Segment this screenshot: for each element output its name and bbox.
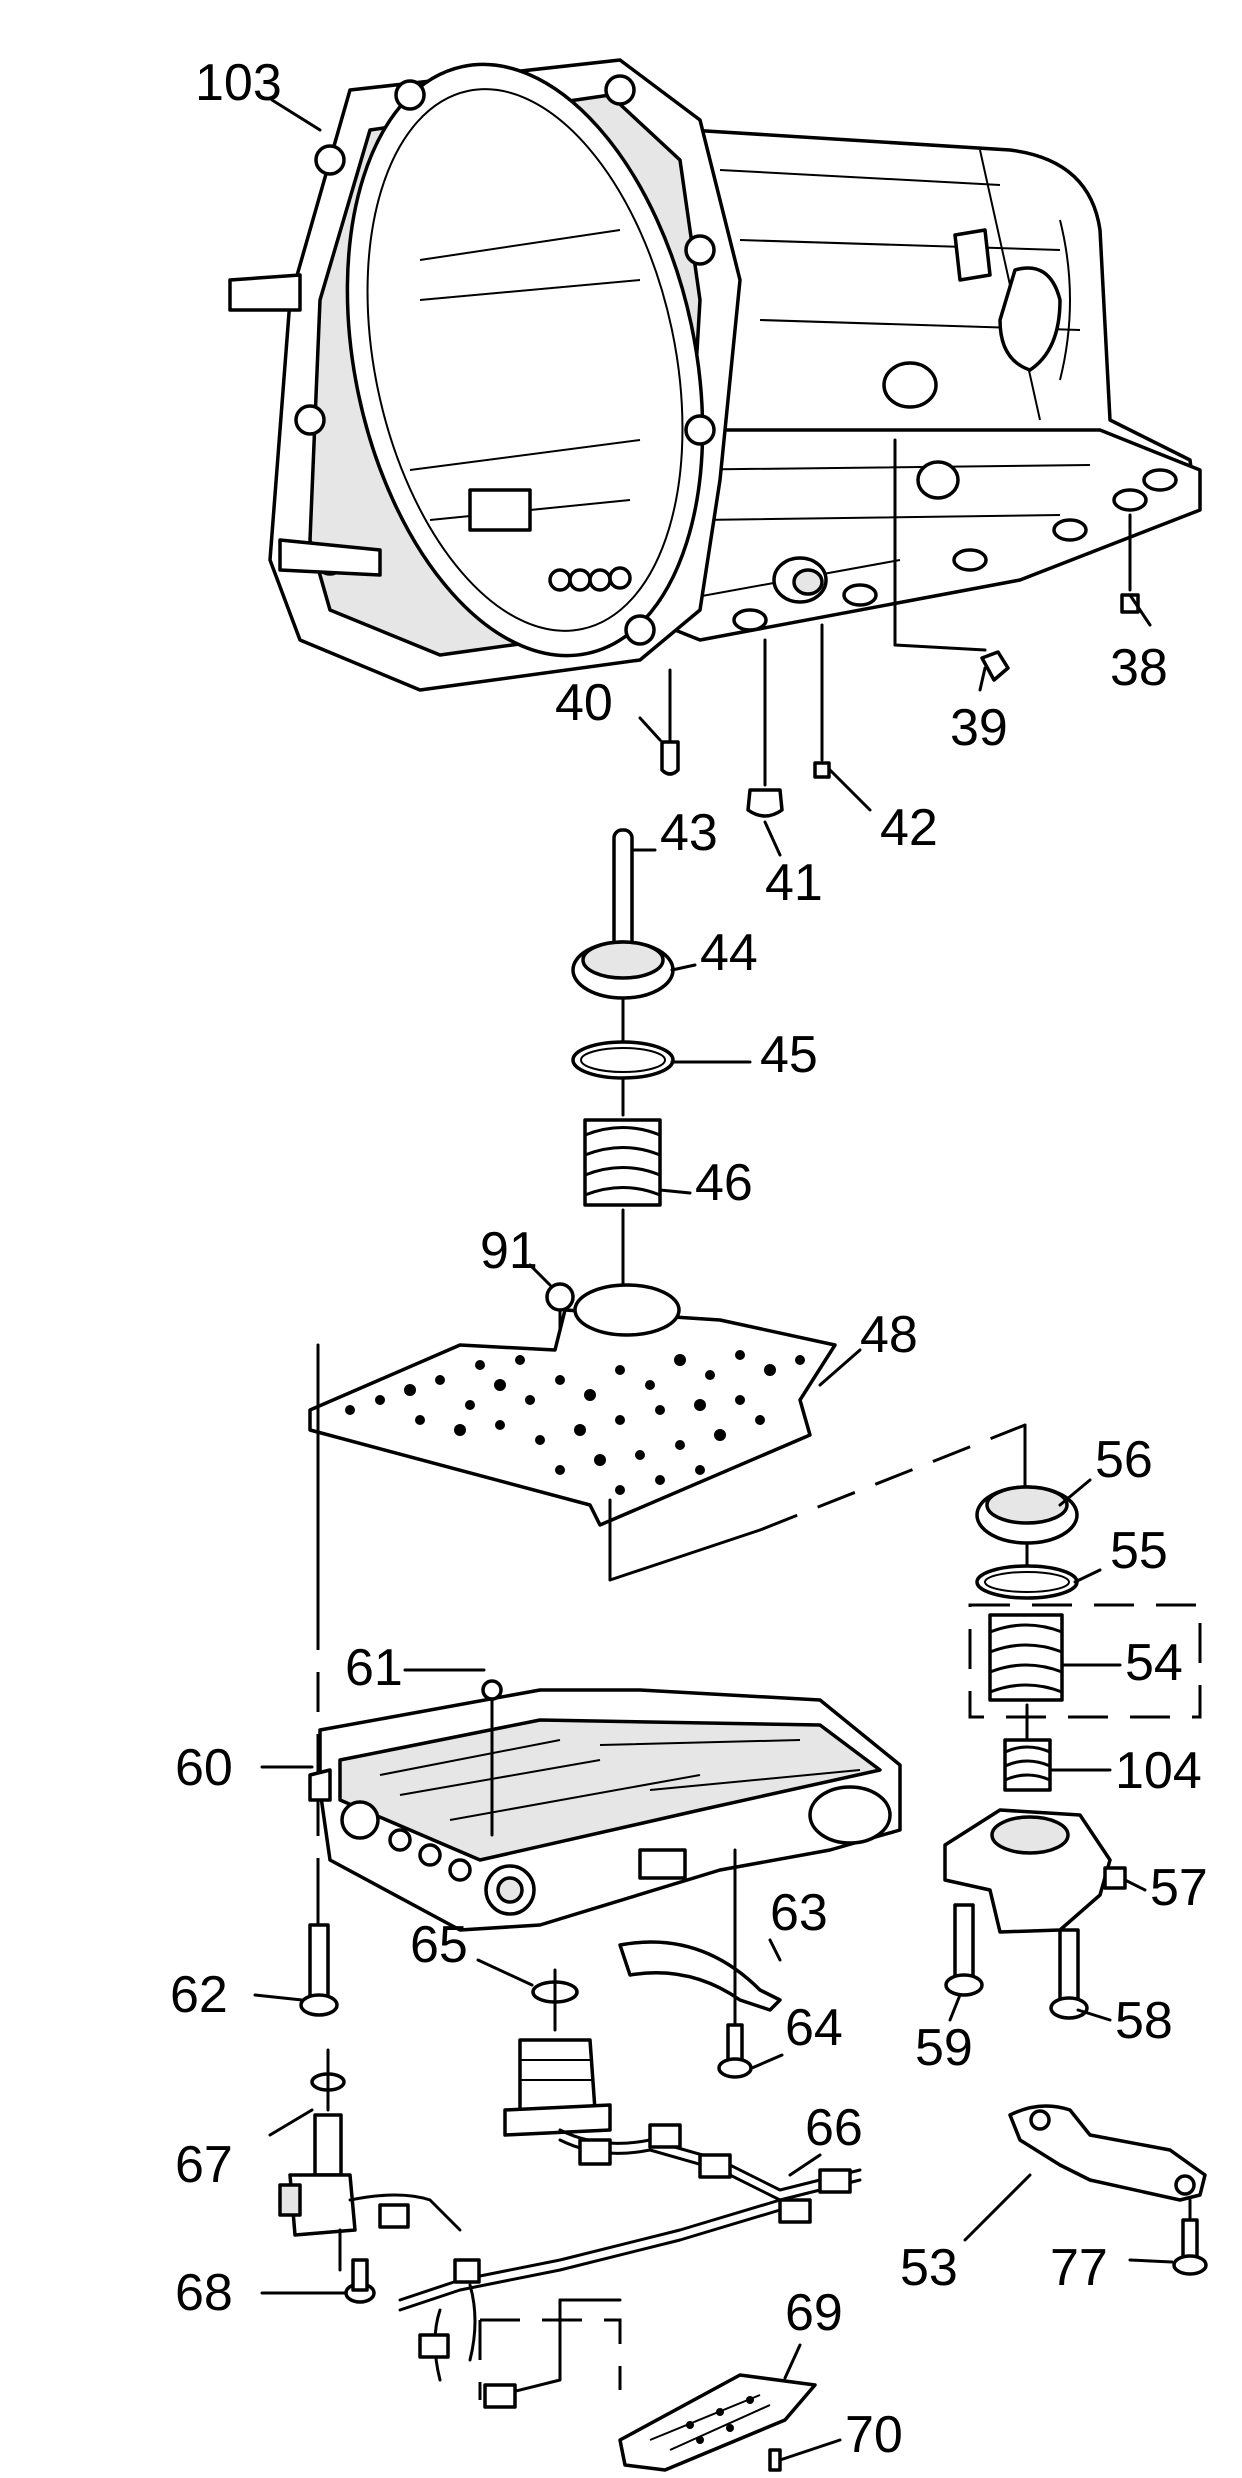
- callout-38: 38: [1110, 639, 1168, 697]
- callout-46: 46: [695, 1154, 753, 1212]
- alignment-lines: [316, 1343, 1027, 1962]
- callout-58: 58: [1115, 1992, 1173, 2050]
- callout-64: 64: [785, 1999, 843, 2057]
- callout-66: 66: [805, 2099, 863, 2157]
- callout-104: 104: [1115, 1742, 1202, 1800]
- leader-lines: [253, 98, 1174, 2462]
- callout-labels: 103 38 39 40 41 42 43 44 45 46 91 48 56 …: [170, 54, 1208, 2464]
- callout-40: 40: [555, 674, 613, 732]
- plate-holes-pattern: [345, 1350, 805, 1495]
- lower-hardware: [278, 1848, 1208, 2472]
- callout-54: 54: [1125, 1634, 1183, 1692]
- callout-91: 91: [480, 1222, 538, 1280]
- callout-56: 56: [1095, 1431, 1153, 1489]
- callout-70: 70: [845, 2406, 903, 2464]
- spacer-plate: [308, 1283, 837, 1527]
- callout-60: 60: [175, 1739, 233, 1797]
- callout-43: 43: [660, 804, 718, 862]
- valve-body: [308, 1679, 902, 1932]
- callout-63: 63: [770, 1884, 828, 1942]
- transmission-case: [228, 58, 1202, 692]
- callout-69: 69: [785, 2284, 843, 2342]
- upper-accumulator-stack: [545, 828, 675, 1362]
- callout-59: 59: [915, 2019, 973, 2077]
- callout-45: 45: [760, 1026, 818, 1084]
- callout-77: 77: [1050, 2239, 1108, 2297]
- right-accumulator-stack: [943, 1485, 1202, 2020]
- callout-53: 53: [900, 2239, 958, 2297]
- callout-55: 55: [1110, 1522, 1168, 1580]
- callout-62: 62: [170, 1966, 228, 2024]
- callout-57: 57: [1150, 1859, 1208, 1917]
- callout-61: 61: [345, 1639, 403, 1697]
- callout-48: 48: [860, 1306, 918, 1364]
- callout-67: 67: [175, 2136, 233, 2194]
- callout-44: 44: [700, 924, 758, 982]
- callout-68: 68: [175, 2264, 233, 2322]
- callout-65: 65: [410, 1916, 468, 1974]
- callout-41: 41: [765, 854, 823, 912]
- case-hardware: [660, 438, 1140, 818]
- callout-103: 103: [195, 54, 282, 112]
- callout-39: 39: [950, 699, 1008, 757]
- callout-42: 42: [880, 799, 938, 857]
